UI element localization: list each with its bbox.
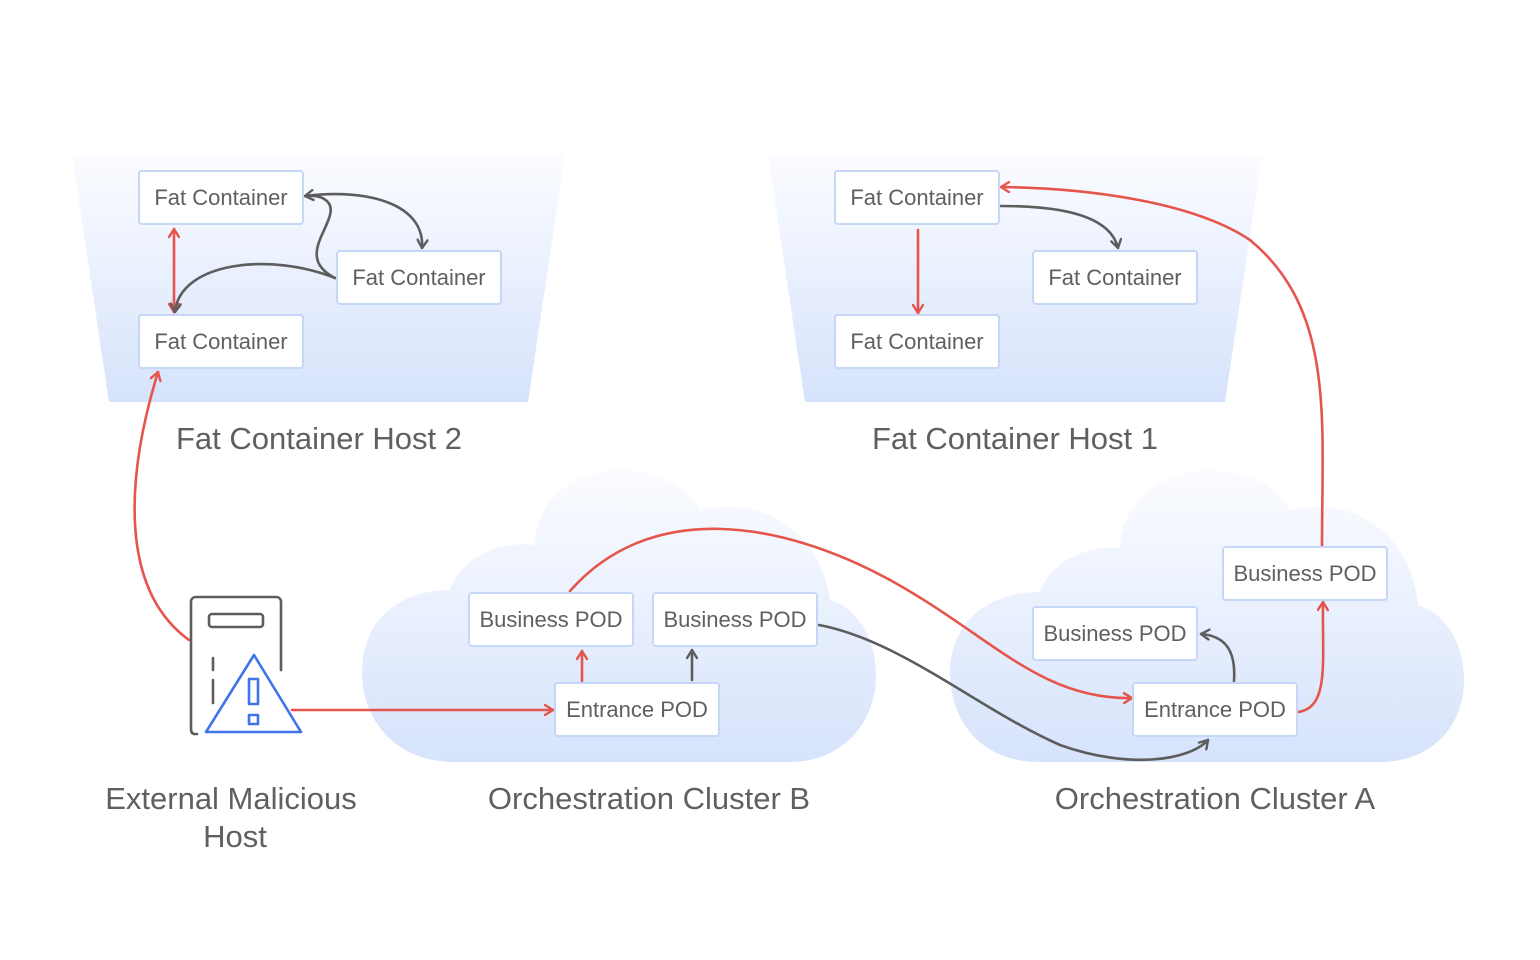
node-h1-fc-bot[interactable]: Fat Container bbox=[834, 314, 1000, 369]
node-h2-fc-mid[interactable]: Fat Container bbox=[336, 250, 502, 305]
node-label: Entrance POD bbox=[566, 697, 708, 722]
edge-h2-top-mid bbox=[303, 194, 422, 250]
node-label: Fat Container bbox=[352, 265, 485, 290]
node-label: Entrance POD bbox=[1144, 697, 1286, 722]
node-h2-fc-top[interactable]: Fat Container bbox=[138, 170, 304, 225]
node-b-business-1[interactable]: Business POD bbox=[468, 592, 634, 647]
warning-icon bbox=[204, 653, 303, 734]
cluster-a-caption: Orchestration Cluster A bbox=[1055, 781, 1376, 816]
node-label: Business POD bbox=[1043, 621, 1186, 646]
attacker-caption-line2: Host bbox=[203, 819, 267, 854]
node-label: Business POD bbox=[479, 607, 622, 632]
node-label: Business POD bbox=[663, 607, 806, 632]
edge-a-entrance-business1 bbox=[1199, 634, 1236, 683]
server-icon bbox=[189, 595, 283, 736]
edge-b-business1-to-a-entrance bbox=[568, 527, 1134, 698]
node-h1-fc-top[interactable]: Fat Container bbox=[834, 170, 1000, 225]
node-label: Fat Container bbox=[154, 329, 287, 354]
node-label: Business POD bbox=[1233, 561, 1376, 586]
node-a-business-2[interactable]: Business POD bbox=[1222, 546, 1388, 601]
node-label: Fat Container bbox=[154, 185, 287, 210]
node-label: Fat Container bbox=[850, 329, 983, 354]
cluster-b-caption: Orchestration Cluster B bbox=[488, 781, 810, 816]
node-b-entrance[interactable]: Entrance POD bbox=[554, 682, 720, 737]
node-b-business-2[interactable]: Business POD bbox=[652, 592, 818, 647]
edge-h2-mid-top bbox=[306, 194, 337, 280]
node-label: Fat Container bbox=[850, 185, 983, 210]
cluster-a-cloud bbox=[950, 470, 1464, 762]
edge-attacker-to-host2 bbox=[133, 370, 191, 642]
edge-h2-mid-bot bbox=[175, 262, 337, 314]
node-label: Fat Container bbox=[1048, 265, 1181, 290]
edge-h1-top-mid bbox=[999, 204, 1118, 250]
host2-caption: Fat Container Host 2 bbox=[176, 421, 462, 456]
attacker-caption-line1: External Malicious bbox=[105, 781, 357, 816]
server-warning-icon[interactable] bbox=[189, 595, 303, 736]
node-a-entrance[interactable]: Entrance POD bbox=[1132, 682, 1298, 737]
node-h2-fc-bot[interactable]: Fat Container bbox=[138, 314, 304, 369]
edge-a-business2-to-host1-top bbox=[999, 187, 1324, 548]
edge-b-business2-to-a-entrance bbox=[817, 623, 1210, 762]
edge-a-entrance-business2 bbox=[1296, 600, 1323, 714]
node-a-business-1[interactable]: Business POD bbox=[1032, 606, 1198, 661]
node-h1-fc-mid[interactable]: Fat Container bbox=[1032, 250, 1198, 305]
host1-caption: Fat Container Host 1 bbox=[872, 421, 1158, 456]
